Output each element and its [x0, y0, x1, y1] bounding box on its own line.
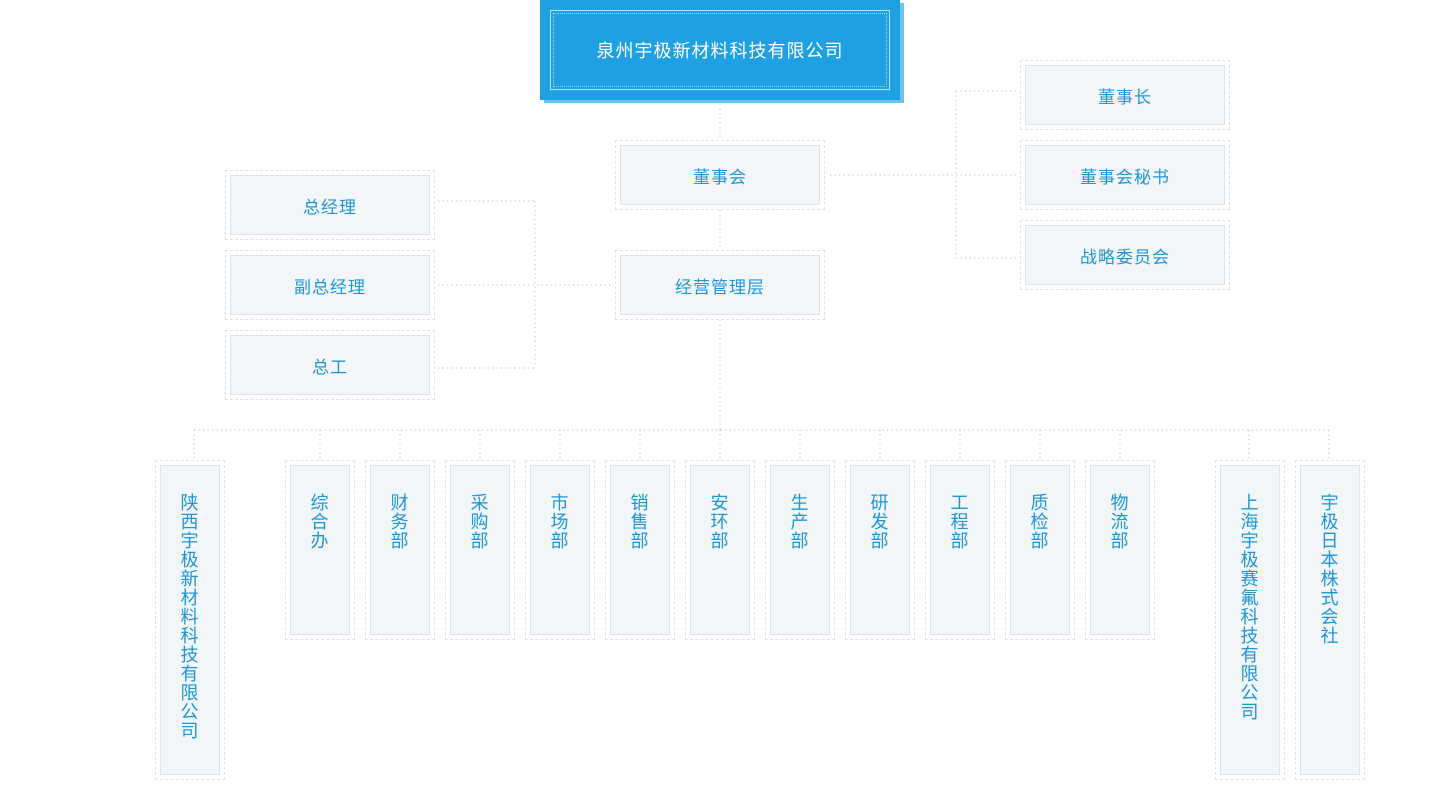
department-label: 综合办: [310, 493, 330, 552]
department-label: 安环部: [710, 493, 730, 552]
department-box: 工程部: [925, 460, 995, 640]
department-label: 物流部: [1110, 493, 1130, 552]
root-company-label: 泉州宇极新材料科技有限公司: [550, 10, 890, 90]
department-label: 市场部: [550, 493, 570, 552]
department-label: 研发部: [870, 493, 890, 552]
department-box: 生产部: [765, 460, 835, 640]
department-box: 采购部: [445, 460, 515, 640]
board-branch-label: 董事会秘书: [1025, 145, 1225, 205]
root-company-box: 泉州宇极新材料科技有限公司: [540, 0, 900, 100]
department-label: 质检部: [1030, 493, 1050, 552]
board-branch-label: 董事长: [1025, 65, 1225, 125]
department-box: 物流部: [1085, 460, 1155, 640]
department-label: 财务部: [390, 493, 410, 552]
management-branch-general-manager: 总经理: [225, 170, 435, 240]
subsidiary-shanghai: 上海宇极赛氟科技有限公司: [1215, 460, 1285, 780]
board-label: 董事会: [620, 145, 820, 205]
subsidiary-shaanxi: 陕西宇极新材料科技有限公司: [155, 460, 225, 780]
management-branch-label: 总工: [230, 335, 430, 395]
department-label: 销售部: [630, 493, 650, 552]
subsidiary-label: 陕西宇极新材料科技有限公司: [180, 493, 200, 742]
department-box: 销售部: [605, 460, 675, 640]
management-branch-deputy-gm: 副总经理: [225, 250, 435, 320]
department-box: 质检部: [1005, 460, 1075, 640]
board-branch-label: 战略委员会: [1025, 225, 1225, 285]
department-label: 工程部: [950, 493, 970, 552]
department-box: 研发部: [845, 460, 915, 640]
subsidiary-label: 宇极日本株式会社: [1320, 493, 1340, 647]
department-box: 综合办: [285, 460, 355, 640]
management-branch-label: 副总经理: [230, 255, 430, 315]
management-branch-label: 总经理: [230, 175, 430, 235]
board-branch-strategy-committee: 战略委员会: [1020, 220, 1230, 290]
management-branch-chief-engineer: 总工: [225, 330, 435, 400]
board-box: 董事会: [615, 140, 825, 210]
board-branch-chairman: 董事长: [1020, 60, 1230, 130]
subsidiary-japan: 宇极日本株式会社: [1295, 460, 1365, 780]
board-branch-secretary: 董事会秘书: [1020, 140, 1230, 210]
department-label: 采购部: [470, 493, 490, 552]
department-box: 安环部: [685, 460, 755, 640]
department-box: 市场部: [525, 460, 595, 640]
management-label: 经营管理层: [620, 255, 820, 315]
management-box: 经营管理层: [615, 250, 825, 320]
subsidiary-label: 上海宇极赛氟科技有限公司: [1240, 493, 1260, 723]
department-box: 财务部: [365, 460, 435, 640]
department-label: 生产部: [790, 493, 810, 552]
